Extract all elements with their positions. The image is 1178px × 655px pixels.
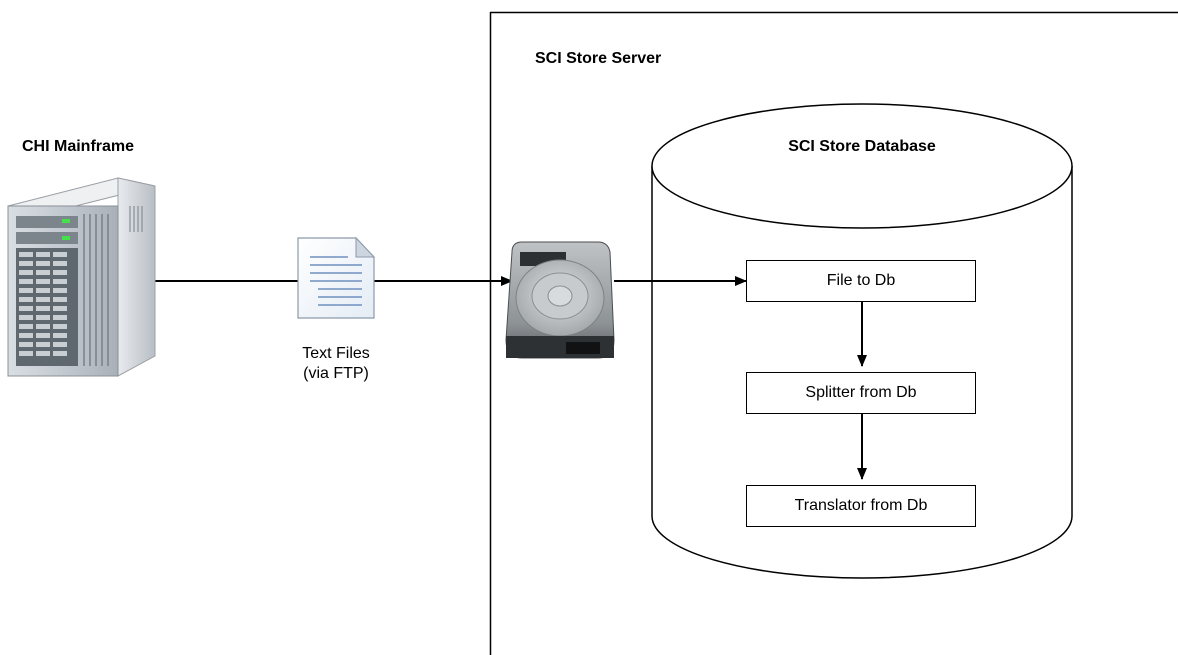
step-file-to-db: File to Db xyxy=(746,260,976,302)
transfer-label-line2: (via FTP) xyxy=(303,365,369,382)
hard-drive-icon xyxy=(505,241,615,359)
text-document-icon xyxy=(297,236,376,319)
mainframe-label: CHI Mainframe xyxy=(22,138,135,155)
step-file-to-db-label: File to Db xyxy=(826,272,896,289)
database-label: SCI Store Database xyxy=(788,138,936,155)
server-label: SCI Store Server xyxy=(535,50,662,67)
step-splitter-from-db-label: Splitter from Db xyxy=(805,384,917,401)
transfer-label: Text Files (via FTP) xyxy=(286,344,386,384)
server-tower-icon xyxy=(7,177,156,377)
step-translator-from-db: Translator from Db xyxy=(746,485,976,527)
step-splitter-from-db: Splitter from Db xyxy=(746,372,976,414)
transfer-label-line1: Text Files xyxy=(302,345,370,362)
step-translator-from-db-label: Translator from Db xyxy=(794,497,928,514)
